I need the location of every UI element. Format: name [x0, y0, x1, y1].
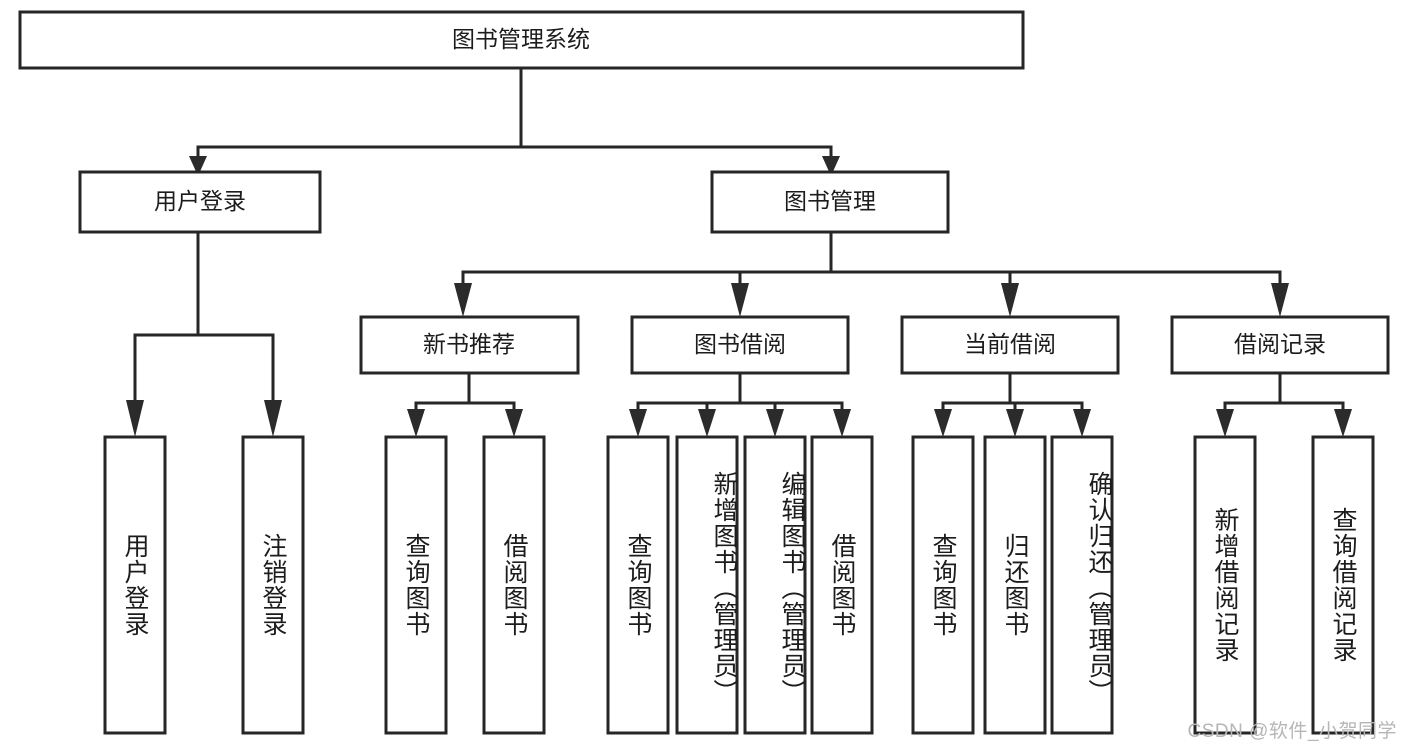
arrowhead-borrow-record	[1271, 283, 1289, 317]
node-leaf-confirm-return-box[interactable]	[1050, 435, 1114, 735]
node-leaf-query-book-2-box[interactable]	[606, 435, 670, 735]
node-book-borrow-box[interactable]	[630, 315, 850, 375]
arrowhead-current-borrow	[1001, 283, 1019, 317]
node-current-borrow-label: 当前借阅	[964, 331, 1056, 357]
node-user-login-label: 用户登录	[154, 188, 246, 214]
node-user-login[interactable]: 用户登录	[78, 170, 322, 234]
node-root-box[interactable]	[18, 10, 1025, 70]
arrowhead-leaf-borrow-book-1	[505, 409, 523, 437]
arrowhead-leaf-confirm-return	[1073, 409, 1091, 437]
arrowhead-leaf-logout-login	[264, 400, 282, 437]
arrowhead-leaf-add-book	[698, 409, 716, 437]
arrowhead-new-book-recommend	[454, 283, 472, 317]
node-leaf-borrow-book-2-box[interactable]	[810, 435, 874, 735]
node-leaf-logout-login-box[interactable]	[241, 435, 305, 735]
node-book-manage-box[interactable]	[710, 170, 950, 234]
leaf-box-group	[103, 435, 1375, 735]
node-borrow-record-box[interactable]	[1170, 315, 1390, 375]
arrowhead-leaf-query-record	[1334, 409, 1352, 437]
node-leaf-add-record-box[interactable]	[1193, 435, 1257, 735]
arrowhead-leaf-query-book-3	[934, 409, 952, 437]
arrowhead-leaf-borrow-book-2	[833, 409, 851, 437]
node-root[interactable]: 图书管理系统	[18, 10, 1025, 70]
node-leaf-query-record-box[interactable]	[1311, 435, 1375, 735]
arrowhead-leaf-edit-book	[766, 409, 784, 437]
arrowhead-leaf-user-login	[126, 400, 144, 437]
node-leaf-borrow-book-1-box[interactable]	[482, 435, 546, 735]
node-borrow-record[interactable]: 借阅记录	[1170, 315, 1390, 375]
node-leaf-user-login-box[interactable]	[103, 435, 167, 735]
node-book-borrow[interactable]: 图书借阅	[630, 315, 850, 375]
node-user-login-box[interactable]	[78, 170, 322, 234]
arrowhead-leaf-query-book-2	[629, 409, 647, 437]
node-current-borrow-box[interactable]	[900, 315, 1120, 375]
arrowhead-leaf-query-book-1	[407, 409, 425, 437]
node-leaf-edit-book-box[interactable]	[743, 435, 807, 735]
node-borrow-record-label: 借阅记录	[1234, 331, 1326, 357]
arrowhead-leaf-return-book	[1006, 409, 1024, 437]
node-new-book-recommend[interactable]: 新书推荐	[359, 315, 580, 375]
arrowhead-leaf-add-record	[1216, 409, 1234, 437]
node-current-borrow[interactable]: 当前借阅	[900, 315, 1120, 375]
node-leaf-return-book-box[interactable]	[983, 435, 1047, 735]
arrowhead-book-borrow	[731, 283, 749, 317]
arrowhead-user-login	[189, 156, 207, 176]
node-book-borrow-label: 图书借阅	[694, 331, 786, 357]
node-root-label: 图书管理系统	[452, 26, 590, 52]
node-leaf-add-book-box[interactable]	[675, 435, 739, 735]
arrowhead-book-manage	[822, 156, 840, 176]
node-new-book-recommend-label: 新书推荐	[423, 331, 515, 357]
node-new-book-recommend-box[interactable]	[359, 315, 580, 375]
node-book-manage-label: 图书管理	[784, 188, 876, 214]
node-book-manage[interactable]: 图书管理	[710, 170, 950, 234]
csdn-watermark: CSDN @软件_小贺同学	[1187, 721, 1397, 742]
node-leaf-query-book-3-box[interactable]	[911, 435, 975, 735]
node-leaf-query-book-1-box[interactable]	[384, 435, 448, 735]
connector-group	[126, 66, 1352, 437]
